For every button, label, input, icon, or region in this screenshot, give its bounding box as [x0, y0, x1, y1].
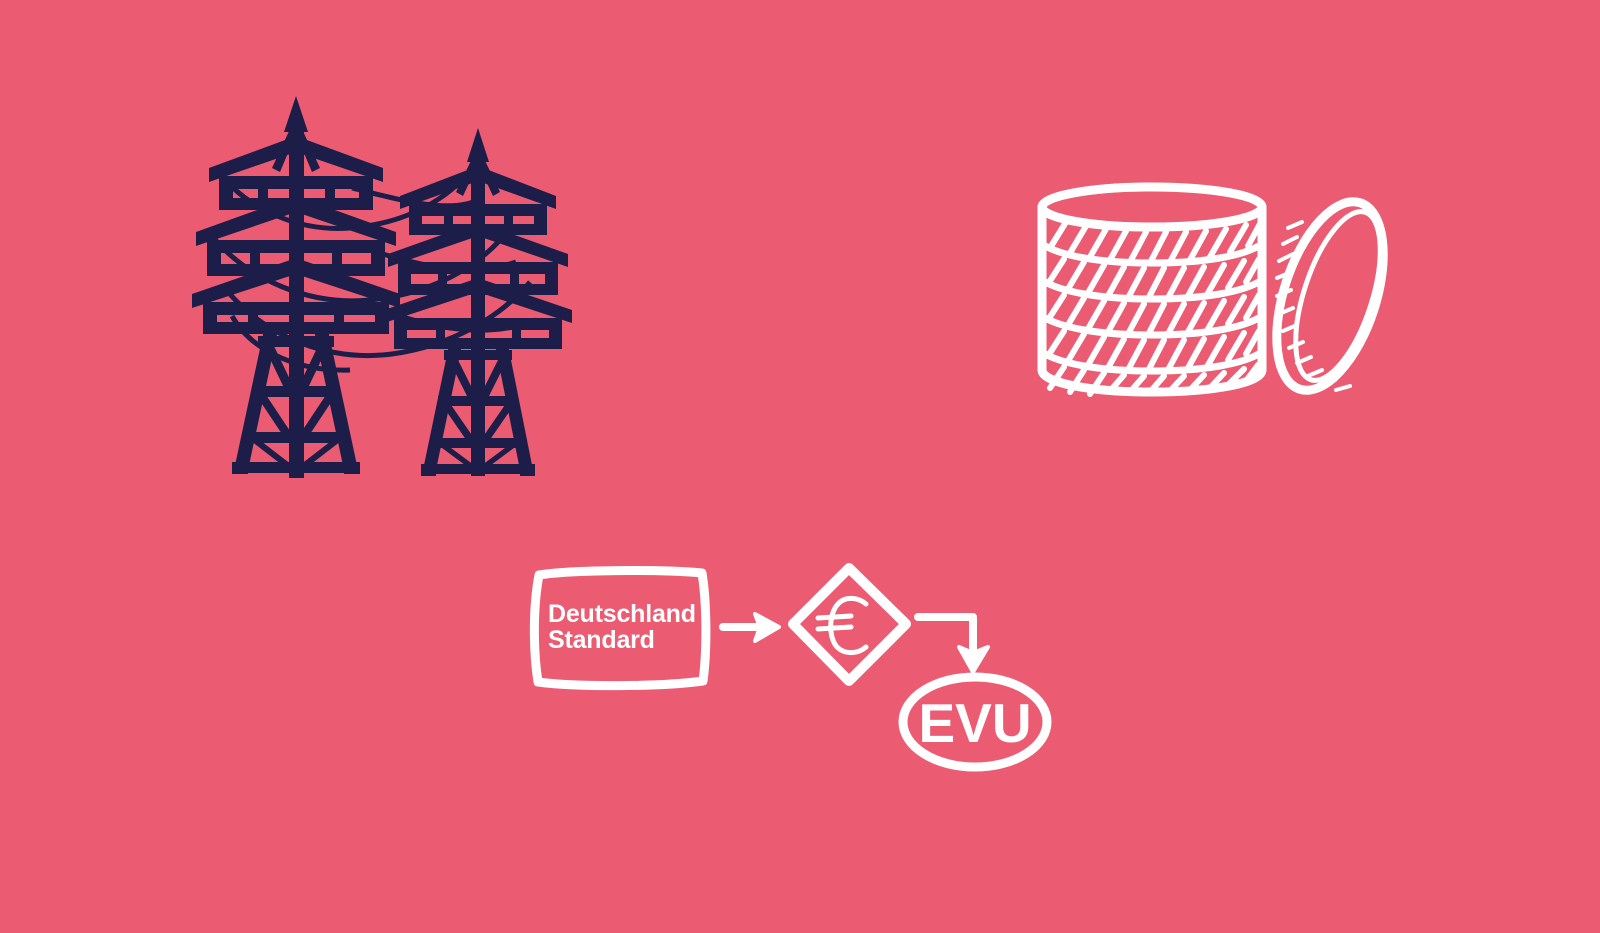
pylon-right: [384, 128, 572, 476]
leaning-coin-ridges: [1275, 220, 1352, 392]
source-box-label-line1: Deutschland: [548, 600, 696, 628]
evu-label: EVU: [918, 692, 1031, 754]
transmission-tower-icon: [192, 96, 572, 478]
coin-hatching-2: [1045, 256, 1262, 302]
source-box-label-line2: Standard: [548, 626, 655, 654]
coin-hatching-4: [1045, 328, 1262, 374]
coin-hatching-5: [1047, 362, 1261, 397]
leaning-coin: [1272, 197, 1388, 395]
coin-hatching-3: [1045, 292, 1262, 338]
arrow-right-icon: [719, 612, 781, 643]
pylon-left: [192, 96, 400, 478]
euro-symbol-icon: [815, 595, 869, 656]
arrow-elbow-down-icon: [914, 613, 990, 674]
evu-oval-node[interactable]: EVU: [898, 672, 1052, 772]
coin-hatching-1: [1047, 219, 1264, 266]
coin-separators: [1040, 241, 1264, 375]
source-box-node[interactable]: Deutschland Standard: [529, 566, 711, 691]
stacked-coins: [1037, 182, 1267, 397]
coin-stack-icon: [1037, 182, 1388, 397]
price-diamond-node[interactable]: [788, 563, 911, 686]
